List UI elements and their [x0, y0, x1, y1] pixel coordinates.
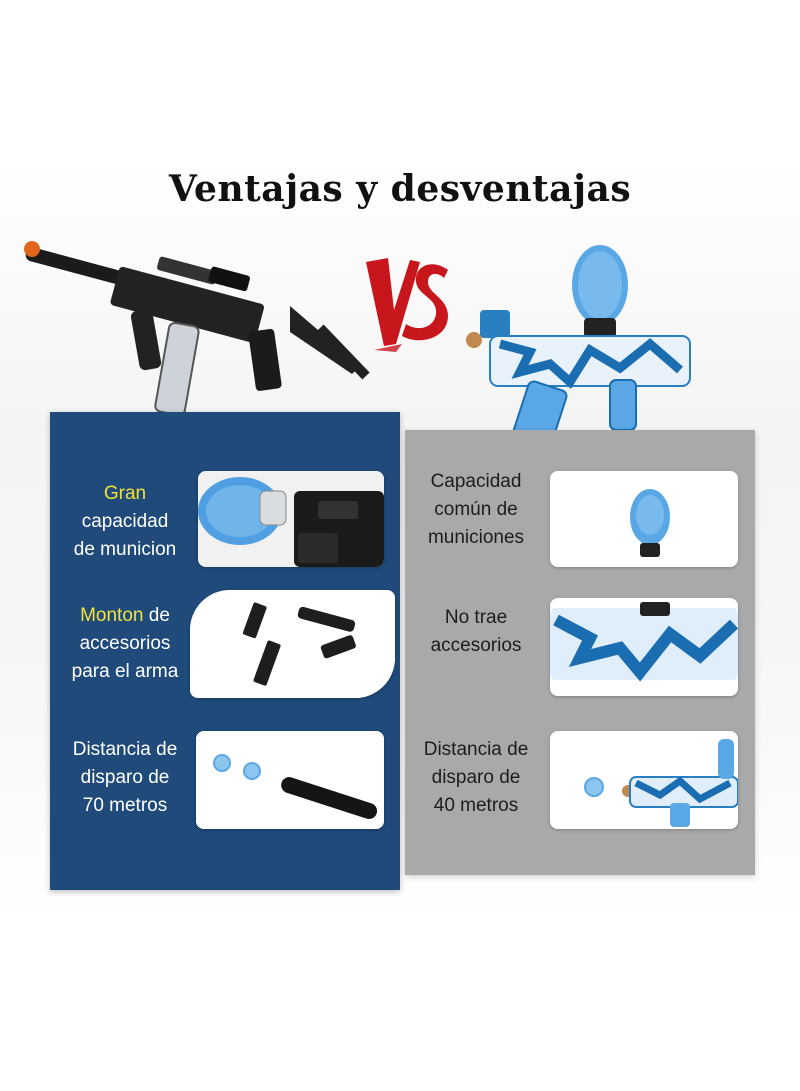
vs-brush-icon	[366, 258, 448, 352]
right-feature-1: Capacidad común de municiones	[412, 468, 540, 552]
black-smg-icon	[24, 241, 370, 416]
feature-line: Distancia de	[72, 739, 178, 760]
gel-blaster-shooting-icon	[550, 731, 738, 829]
right-card-range	[550, 731, 738, 829]
right-card-accessories	[550, 598, 738, 696]
vs-mark	[362, 248, 452, 358]
right-feature-2: No trae accesorios	[412, 604, 540, 660]
feature-line: capacidad	[81, 511, 169, 532]
feature-line: de	[143, 605, 170, 626]
feature-line: disparo de	[431, 767, 521, 788]
feature-line: accesorios	[79, 633, 171, 654]
gel-blaster-icon	[466, 245, 691, 449]
gel-hopper-icon	[198, 471, 384, 567]
feature-line: de municion	[73, 539, 177, 560]
page-title: Ventajas y desventajas	[168, 168, 632, 210]
feature-line: común de	[434, 499, 518, 520]
gel-balls-barrel-icon	[196, 731, 384, 829]
feature-line: 70 metros	[82, 795, 168, 816]
right-card-capacity	[550, 471, 738, 567]
right-feature-3: Distancia de disparo de 40 metros	[412, 736, 540, 820]
left-card-capacity	[198, 471, 384, 567]
feature-line: No trae	[444, 607, 508, 628]
highlight-text: Gran	[103, 483, 147, 504]
feature-line: 40 metros	[433, 795, 519, 816]
gel-hopper-small-icon	[550, 471, 738, 567]
feature-line: Capacidad	[430, 471, 522, 492]
feature-line: accesorios	[430, 635, 522, 656]
feature-line: Distancia de	[423, 739, 529, 760]
feature-line: municiones	[427, 527, 525, 548]
left-feature-3: Distancia de disparo de 70 metros	[60, 736, 190, 820]
left-card-accessories	[190, 590, 395, 698]
highlight-text: Monton	[80, 605, 144, 626]
feature-line: para el arma	[71, 661, 179, 682]
gel-blaster-closeup-icon	[550, 598, 738, 696]
left-card-range	[196, 731, 384, 829]
feature-line: disparo de	[80, 767, 170, 788]
left-feature-2: Monton de accesorios para el arma	[60, 602, 190, 686]
left-feature-1: Gran capacidad de municion	[60, 480, 190, 564]
accessory-parts-icon	[190, 590, 395, 698]
